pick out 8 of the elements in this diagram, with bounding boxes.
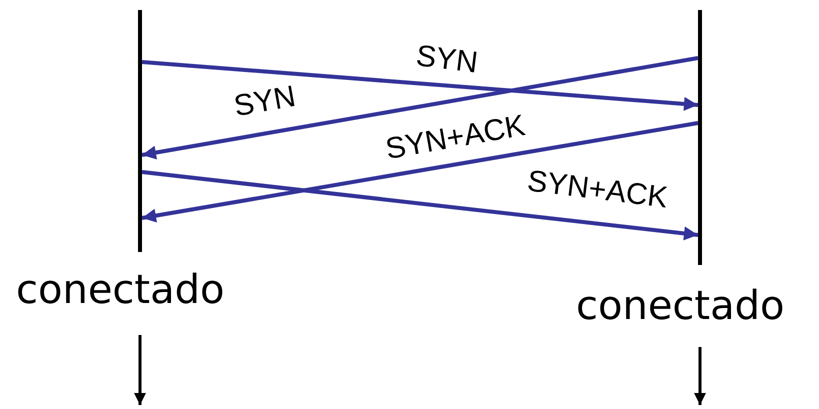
message-arrow (142, 56, 698, 160)
state-label: conectado (576, 284, 784, 328)
state-label: conectado (16, 268, 224, 312)
lifeline (698, 10, 702, 265)
message-arrow (142, 60, 698, 111)
message-arrow (142, 121, 698, 223)
message-arrow (142, 170, 698, 240)
lifeline (138, 10, 142, 252)
